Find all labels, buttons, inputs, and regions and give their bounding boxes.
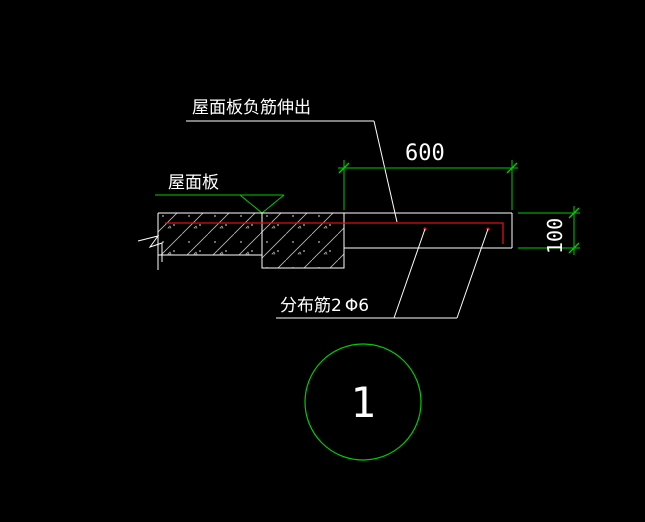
distribution-bar-prefix: 分布筋2 xyxy=(280,296,342,316)
slab-thickness-dimension: 100 xyxy=(518,206,580,255)
thickness-tick-top xyxy=(568,207,580,219)
rebar-extension-pointer xyxy=(373,120,398,223)
distribution-bar-size: 6 xyxy=(358,296,369,316)
roof-slab-label: 屋面板 xyxy=(168,173,219,193)
elevation-triangle-icon xyxy=(239,194,285,214)
beam-outline xyxy=(261,213,345,269)
top-negative-rebar xyxy=(165,222,504,244)
detail-circle xyxy=(304,343,422,461)
existing-roof-slab xyxy=(137,212,512,270)
existing-slab-hatch-beam xyxy=(262,213,344,268)
slab-thickness-value: 100 xyxy=(543,218,567,254)
distribution-leader-2 xyxy=(456,228,489,319)
extended-slab xyxy=(344,213,513,249)
detail-number: 1 xyxy=(350,378,375,427)
thickness-tick-bottom xyxy=(568,242,580,254)
dim-tick-right xyxy=(506,162,518,174)
dim-tick-left xyxy=(338,162,350,174)
detail-number-bubble: 1 xyxy=(304,343,422,461)
extension-length-value: 600 xyxy=(405,141,445,166)
distribution-leader-1 xyxy=(393,228,426,319)
existing-slab-hatch-left xyxy=(158,213,262,255)
rebar-extension-leader: 屋面板负筋伸出 xyxy=(186,98,398,223)
extension-length-dimension: 600 xyxy=(338,141,518,210)
break-line-icon xyxy=(137,235,163,262)
distribution-bar-symbol: Φ xyxy=(345,296,358,316)
roof-slab-label-group: 屋面板 xyxy=(155,173,285,214)
rebar-extension-label: 屋面板负筋伸出 xyxy=(192,98,311,118)
